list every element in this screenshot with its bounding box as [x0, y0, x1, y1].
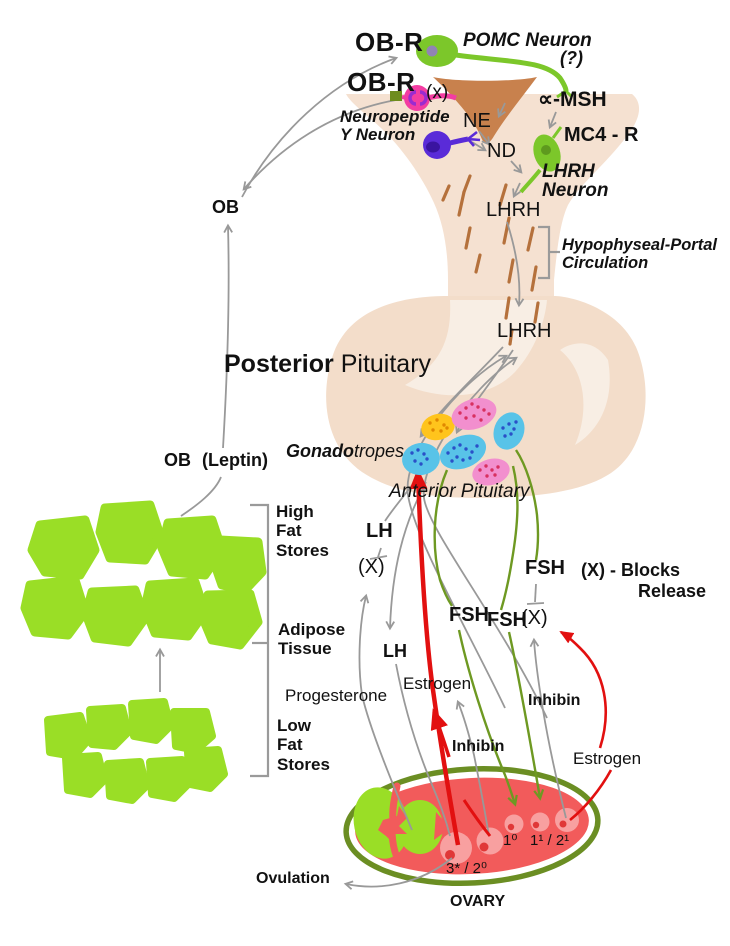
lh-lower-label: LH: [383, 641, 407, 661]
ovary-label: OVARY: [450, 893, 506, 910]
blocks-legend-label-2: Release: [638, 581, 707, 601]
posterior-pituitary-label: Posterior Pituitary: [224, 350, 431, 379]
lhrh-lower-label: LHRH: [497, 320, 552, 342]
estrogen-right-label: Estrogen: [573, 749, 642, 768]
lh-upper-label: LH: [366, 520, 393, 542]
ne-neuron-cell: [423, 130, 481, 159]
pituitary-gland: [326, 296, 646, 498]
x-blocked-label: (x): [426, 82, 449, 103]
ovarian-follicles: [440, 808, 579, 864]
portal-bracket: [538, 225, 560, 280]
lhrh-neuron-label-2: Neuron: [542, 180, 609, 201]
npy-neuron-cell: [390, 85, 457, 111]
pomc-neuron-cell: [416, 35, 574, 99]
lhrh-neuron-cell: [519, 126, 563, 194]
inhibin-right-label: Inhibin: [528, 692, 581, 709]
follicle-primary-label: 1⁰: [503, 832, 518, 849]
corpus-luteum: [353, 782, 450, 866]
high-fat-stores-label: High Fat Stores: [276, 502, 329, 560]
lhrh-neuron-label-1: LHRH: [542, 161, 595, 182]
lhrh-upper-label: LHRH: [486, 199, 541, 221]
low-fat-stores-label: Low Fat Stores: [277, 716, 330, 774]
adipose-high-fat-cluster: [20, 500, 267, 650]
gonadotropes-label: Gonadotropes: [286, 441, 404, 462]
ob-top-label: OB: [212, 197, 239, 217]
portal-circulation-label-1: Hypophyseal-Portal: [562, 236, 717, 254]
npy-neuron-label-2: Y Neuron: [340, 125, 416, 144]
posterior-word: Posterior: [224, 350, 334, 378]
ovulation-label: Ovulation: [256, 870, 330, 887]
estrogen-left-label: Estrogen: [403, 674, 472, 693]
portal-circulation-label-2: Circulation: [562, 254, 649, 272]
fat-stores-bracket: [250, 503, 270, 778]
npy-neuron-label-1: Neuropeptide: [340, 107, 450, 126]
ob-r-pomc-label: OB-R: [355, 27, 424, 57]
hypothalamus-tissue: [346, 94, 640, 298]
nd-label: ND: [487, 140, 516, 162]
inhibin-left-label: Inhibin: [452, 738, 505, 755]
ne-label: NE: [463, 110, 491, 132]
tropes-word: tropes: [354, 441, 405, 461]
adipose-tissue-label: Adipose Tissue: [278, 620, 346, 659]
pomc-neuron-label: POMC Neuron: [463, 30, 592, 51]
question-mark-label: (?): [560, 48, 583, 68]
follicle-mature-label: 3* / 2⁰: [446, 860, 488, 877]
red-estrogen-lines: [409, 468, 613, 846]
ob-leptin-ob-label: OB: [164, 450, 191, 470]
gonado-word: Gonado: [286, 441, 354, 461]
ob-r-npy-label: OB-R: [347, 67, 416, 97]
fsh-left-label: FSH: [449, 604, 489, 626]
median-eminence: [433, 77, 537, 143]
mc4r-label: MC4 - R: [564, 124, 639, 146]
alpha-msh-label: ∝-MSH: [538, 88, 607, 111]
progesterone-label: Progesterone: [285, 686, 388, 705]
lh-x-label: (X): [358, 556, 385, 578]
pituitary-word: Pituitary: [333, 350, 432, 378]
anterior-pituitary-label: Anterior Pituitary: [389, 481, 530, 502]
gonadotrope-cells: [402, 398, 525, 486]
fsh-upper-label: FSH: [525, 557, 565, 579]
portal-vessel-dashes: [441, 174, 540, 346]
fsh-mid-label: FSH: [487, 609, 527, 631]
blocks-legend-label-1: (X) - Blocks: [581, 560, 681, 580]
green-hormone-lines: [433, 449, 545, 807]
fsh-x-label: (X): [521, 607, 548, 629]
ob-leptin-label: (Leptin): [202, 450, 268, 470]
follicle-mixed-label: 1¹ / 2¹: [530, 832, 570, 849]
adipose-low-fat-cluster: [44, 698, 228, 804]
